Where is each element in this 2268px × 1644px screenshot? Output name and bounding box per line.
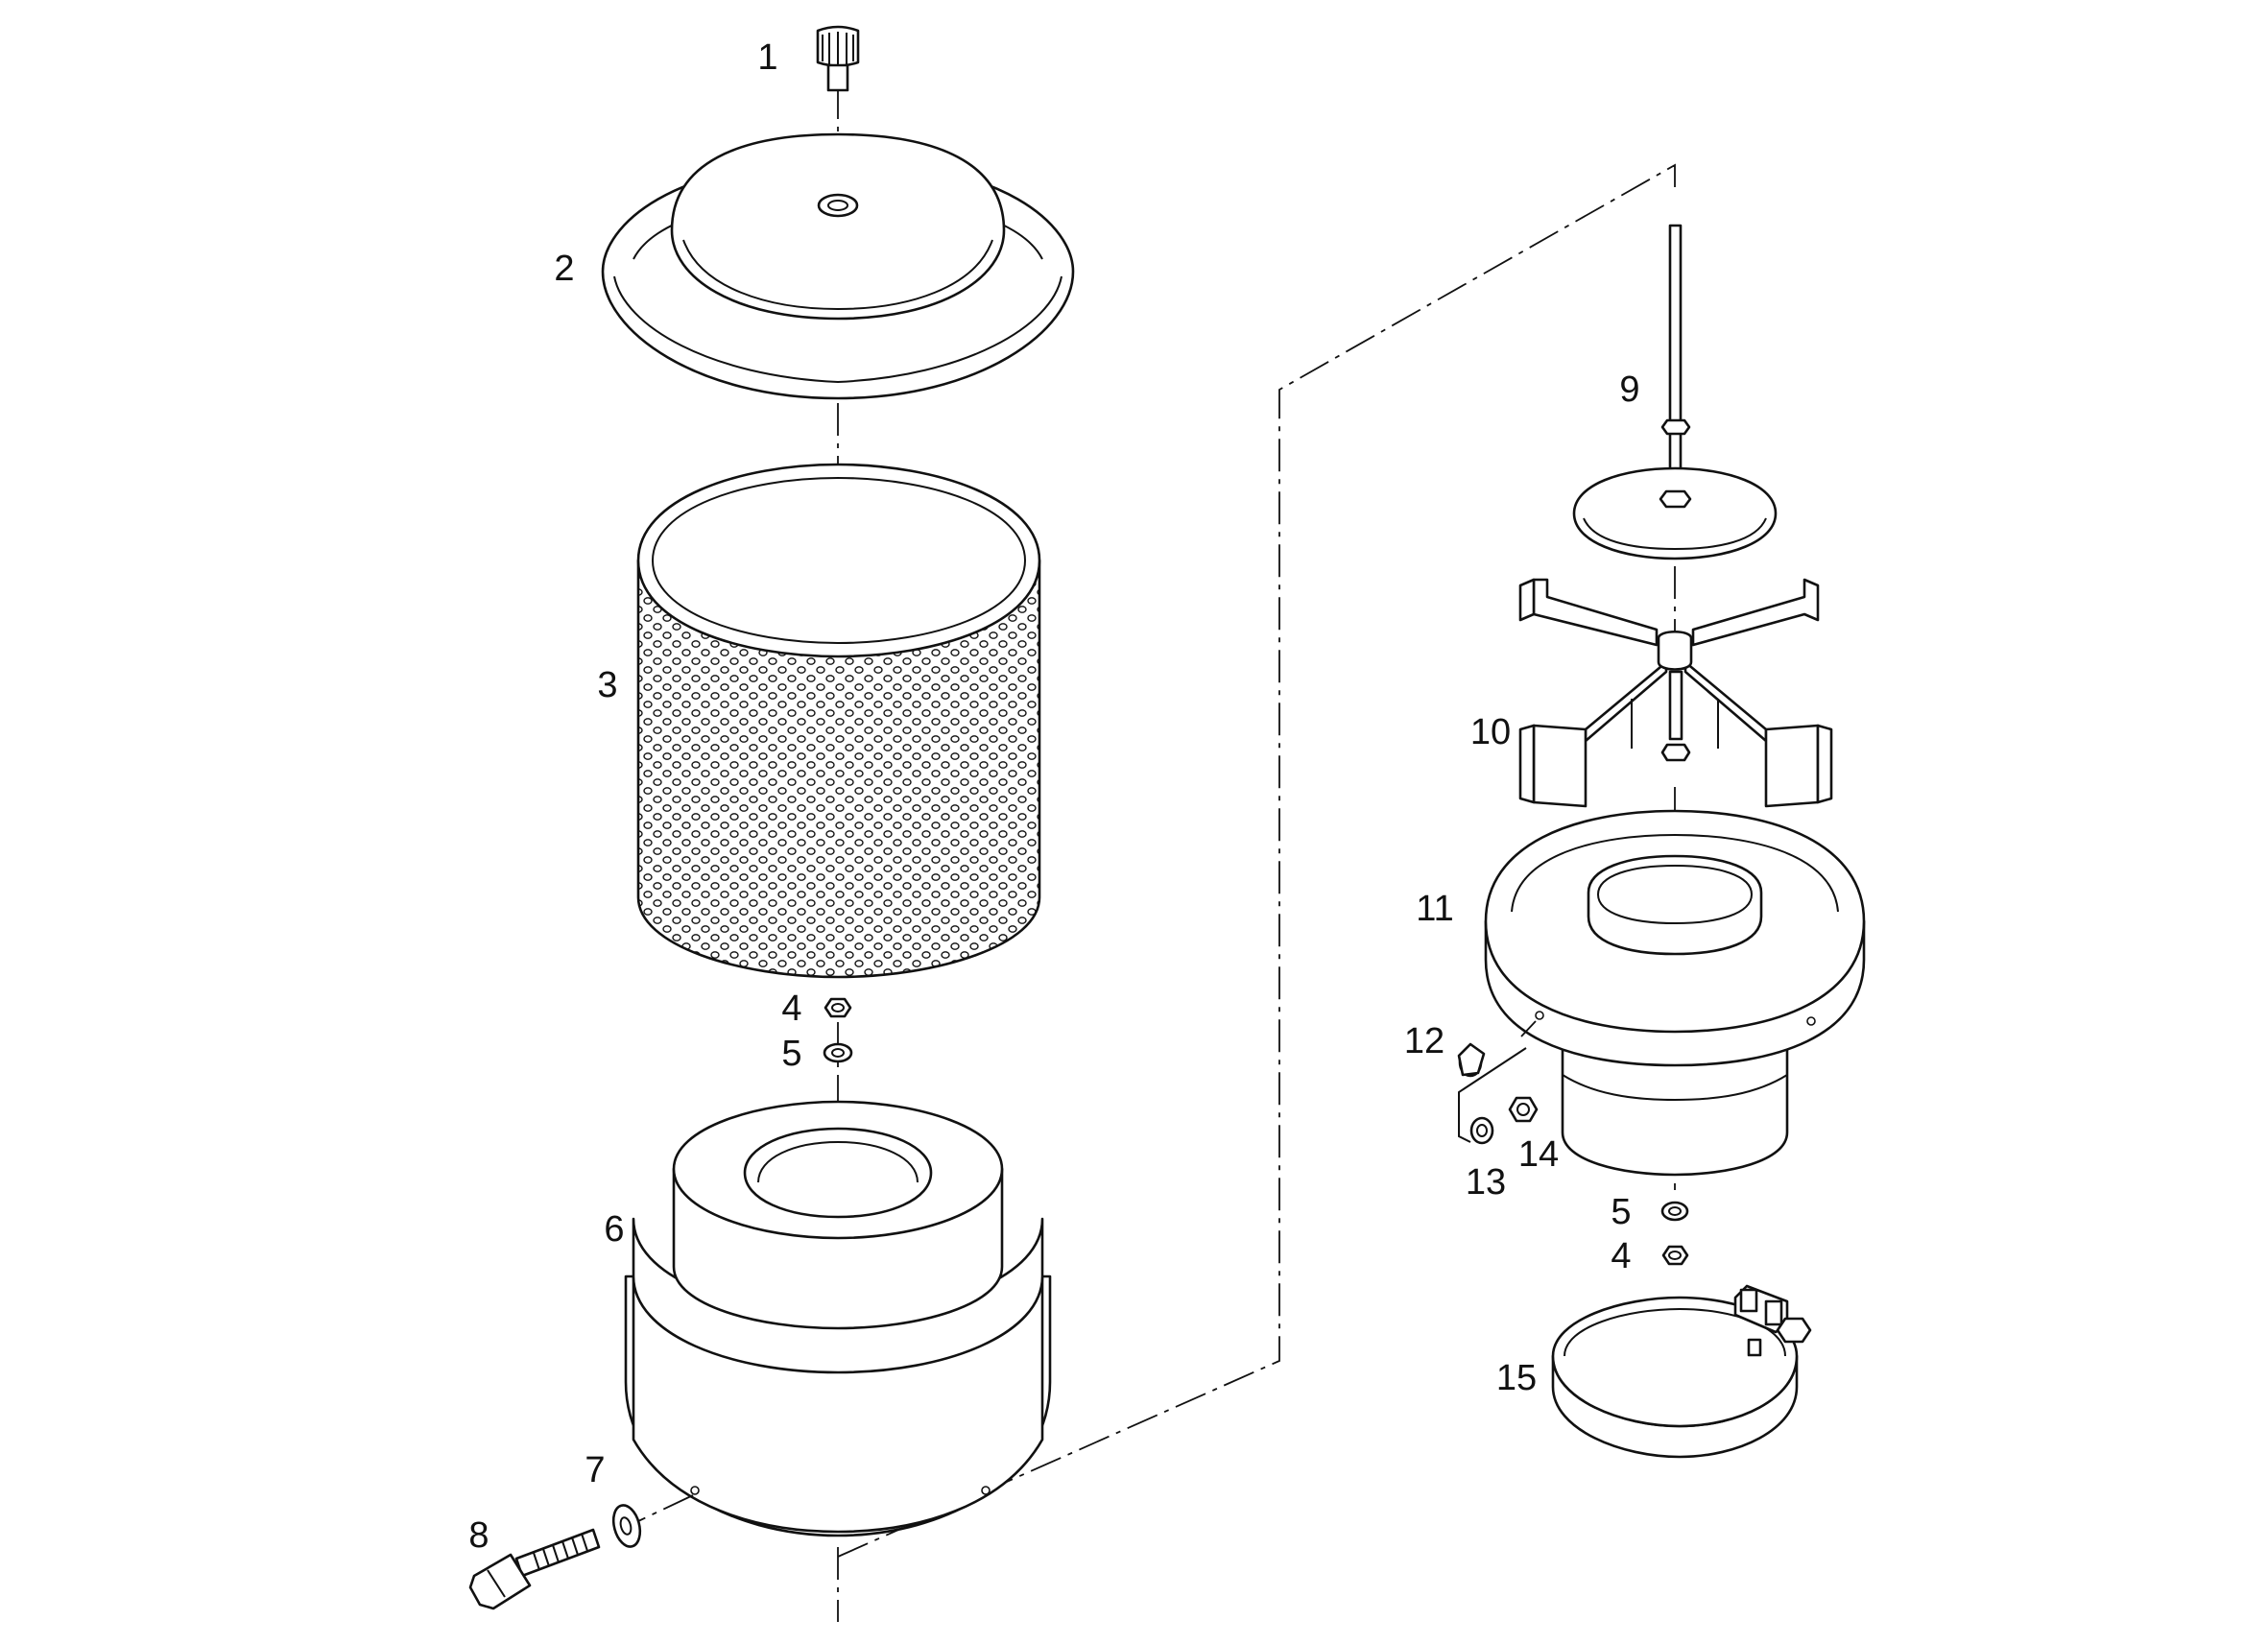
part-4-nut-left (824, 997, 852, 1018)
callout-9: 9 (1619, 369, 1639, 410)
part-6-housing (624, 1100, 1052, 1537)
callout-4-right: 4 (1611, 1236, 1631, 1276)
part-13-washer (1469, 1116, 1494, 1145)
callout-14: 14 (1518, 1134, 1559, 1175)
callout-5-left: 5 (781, 1034, 801, 1074)
part-14-nut (1508, 1096, 1539, 1123)
part-12-plug (1457, 1042, 1486, 1078)
callout-15: 15 (1496, 1358, 1537, 1398)
part-5-washer-right (1660, 1201, 1689, 1222)
callout-3: 3 (597, 665, 617, 705)
part-7-washer (611, 1504, 642, 1548)
callout-1: 1 (757, 37, 777, 78)
callout-8: 8 (468, 1515, 489, 1556)
callout-7: 7 (585, 1450, 605, 1490)
part-9-rod-disc (1572, 224, 1778, 560)
part-3-filter-element (636, 463, 1041, 979)
part-5-washer-left (823, 1042, 853, 1063)
part-1-knob (816, 25, 860, 92)
callout-6: 6 (604, 1209, 624, 1250)
leader-bracket-13-14 (1458, 1047, 1527, 1143)
part-2-cover (601, 132, 1075, 400)
part-4-nut-right (1661, 1245, 1689, 1266)
part-15-clamp (1551, 1284, 1812, 1459)
callout-11: 11 (1416, 889, 1453, 929)
callout-10: 10 (1470, 712, 1511, 752)
callout-4-left: 4 (781, 989, 801, 1029)
assembly-connector-line (837, 163, 1676, 1558)
part-10-spider (1518, 578, 1833, 808)
callout-2: 2 (554, 249, 574, 289)
callout-12: 12 (1404, 1021, 1444, 1061)
callout-13: 13 (1466, 1162, 1506, 1203)
callout-5-right: 5 (1611, 1192, 1631, 1232)
part-8-bolt (468, 1528, 601, 1610)
part-11-outlet-housing (1484, 809, 1866, 1177)
